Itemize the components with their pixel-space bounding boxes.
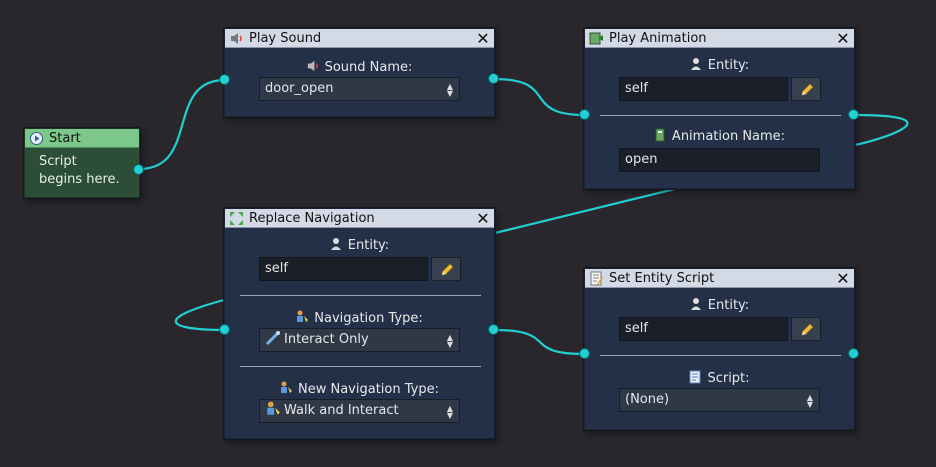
animation-name-field[interactable]: open xyxy=(619,148,820,172)
set-entity-script-divider xyxy=(600,355,841,356)
replace-navigation-divider-1 xyxy=(240,295,481,296)
replace-navigation-node-header[interactable]: Replace Navigation ✕ xyxy=(225,209,494,228)
set-entity-script-output-port[interactable] xyxy=(849,349,858,358)
interact-wand-icon xyxy=(265,330,281,346)
set-entity-script-entity-label: Entity: xyxy=(585,297,853,313)
play-animation-close-icon[interactable]: ✕ xyxy=(836,29,850,48)
set-entity-script-node-header[interactable]: Set Entity Script ✕ xyxy=(585,269,854,288)
animation-icon xyxy=(589,31,604,46)
play-animation-node-header[interactable]: Play Animation ✕ xyxy=(585,29,854,48)
set-entity-script-input-port[interactable] xyxy=(580,349,589,358)
wire-replace-navigation-entry xyxy=(174,298,226,332)
play-animation-entity-edit-button[interactable] xyxy=(791,77,821,101)
play-sound-node[interactable]: Play Sound ✕ xyxy=(224,28,495,117)
play-animation-divider xyxy=(600,115,841,116)
walk-interact-icon xyxy=(279,381,293,395)
animation-icon xyxy=(653,128,667,142)
wire-play-animation-to-replace-navigation xyxy=(494,113,909,235)
navigation-arrows-icon xyxy=(229,211,244,226)
start-output-port[interactable] xyxy=(134,165,143,174)
set-entity-script-title: Set Entity Script xyxy=(609,271,715,286)
play-animation-entity-field[interactable]: self xyxy=(619,77,788,101)
start-text-line1: Script xyxy=(39,154,77,169)
walk-interact-icon xyxy=(265,401,281,417)
replace-navigation-entity-edit-button[interactable] xyxy=(431,257,461,281)
script-edit-icon xyxy=(589,271,604,286)
person-icon xyxy=(689,297,703,311)
navigation-type-value: Interact Only xyxy=(284,332,369,347)
start-node-header[interactable]: Start xyxy=(25,129,139,148)
walk-interact-icon xyxy=(295,310,309,324)
updown-arrows-icon: ▲▼ xyxy=(806,393,813,409)
updown-arrows-icon: ▲▼ xyxy=(446,333,453,349)
pencil-icon xyxy=(801,83,814,96)
wire-start-to-play-sound xyxy=(138,78,226,171)
replace-navigation-divider-2 xyxy=(240,366,481,367)
play-circle-icon xyxy=(29,131,44,146)
updown-arrows-icon: ▲▼ xyxy=(446,82,453,98)
sound-name-value: door_open xyxy=(265,81,334,96)
play-animation-entity-label: Entity: xyxy=(585,57,853,73)
set-entity-script-entity-edit-button[interactable] xyxy=(791,317,821,341)
play-animation-input-port[interactable] xyxy=(580,110,589,119)
new-navigation-type-select[interactable]: Walk and Interact ▲▼ xyxy=(259,399,460,423)
replace-navigation-input-port[interactable] xyxy=(220,325,229,334)
script-icon xyxy=(688,370,702,384)
start-node-description: Script begins here. xyxy=(25,148,139,189)
start-node-title: Start xyxy=(49,131,81,146)
sound-name-label: Sound Name: xyxy=(225,59,493,75)
speaker-icon xyxy=(229,31,244,46)
play-sound-output-port[interactable] xyxy=(489,74,498,83)
replace-navigation-title: Replace Navigation xyxy=(249,211,375,226)
new-navigation-type-label: New Navigation Type: xyxy=(225,381,493,397)
play-animation-output-port[interactable] xyxy=(849,110,858,119)
replace-navigation-entity-label: Entity: xyxy=(225,237,493,253)
start-text-line2: begins here. xyxy=(39,172,120,187)
sound-name-select[interactable]: door_open ▲▼ xyxy=(259,77,460,101)
person-icon xyxy=(329,237,343,251)
replace-navigation-entity-field[interactable]: self xyxy=(259,257,428,281)
person-icon xyxy=(689,57,703,71)
play-sound-input-port[interactable] xyxy=(220,75,229,84)
pencil-icon xyxy=(801,323,814,336)
replace-navigation-close-icon[interactable]: ✕ xyxy=(476,209,490,228)
script-label: Script: xyxy=(585,370,853,386)
script-select[interactable]: (None) ▲▼ xyxy=(619,388,820,412)
speaker-icon xyxy=(306,59,320,73)
new-navigation-type-value: Walk and Interact xyxy=(284,403,399,418)
wire-replace-navigation-to-set-entity-script xyxy=(493,328,586,356)
set-entity-script-close-icon[interactable]: ✕ xyxy=(836,269,850,288)
play-sound-title: Play Sound xyxy=(249,31,322,46)
replace-navigation-output-port[interactable] xyxy=(489,325,498,334)
animation-name-label: Animation Name: xyxy=(585,128,853,144)
navigation-type-label: Navigation Type: xyxy=(225,310,493,326)
updown-arrows-icon: ▲▼ xyxy=(446,404,453,420)
navigation-type-select[interactable]: Interact Only ▲▼ xyxy=(259,328,460,352)
script-value: (None) xyxy=(625,392,670,407)
pencil-icon xyxy=(441,263,454,276)
start-node[interactable]: Start Script begins here. xyxy=(24,128,140,198)
wire-play-sound-to-play-animation xyxy=(493,77,586,117)
play-sound-close-icon[interactable]: ✕ xyxy=(476,29,490,48)
set-entity-script-entity-field[interactable]: self xyxy=(619,317,788,341)
play-animation-title: Play Animation xyxy=(609,31,707,46)
play-sound-node-header[interactable]: Play Sound ✕ xyxy=(225,29,494,48)
